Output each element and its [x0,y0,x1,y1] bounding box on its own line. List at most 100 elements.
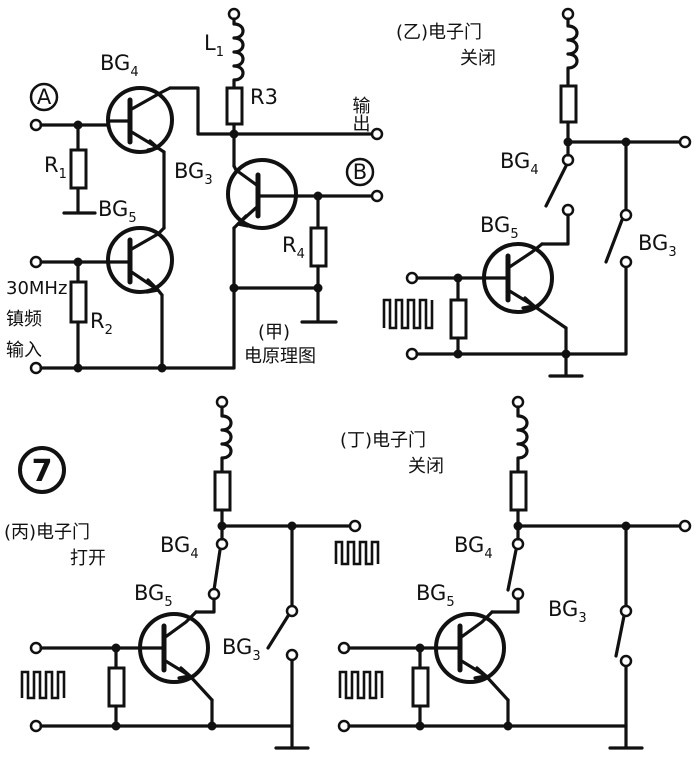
terminal-output [370,127,384,141]
label-l1: L1 [204,31,224,60]
caption-b-2: 关闭 [460,48,496,69]
inductor [220,405,233,474]
bg5-emitter-arrow [473,666,488,680]
switch-bg4-blade [506,548,518,592]
label-r1: R1 [44,153,67,182]
node [111,721,121,731]
diagram-b: (乙)电子门 关闭 BG4 BG5 [382,7,692,378]
resistor-r3 [225,86,244,126]
terminal-output [678,519,692,533]
caption-c-2: 打开 [70,548,106,569]
figure-number-circle [18,446,66,494]
transistor-bg5 [106,226,174,294]
caption-a-1: (甲) [258,322,290,343]
label-bg4: BG4 [100,51,139,80]
label-bg4: BG4 [500,149,539,178]
label-bg5: BG5 [134,581,173,610]
switch-bg4-blade [544,164,568,208]
node [415,721,425,731]
caption-a-2: 电原理图 [244,346,316,367]
terminal-b [370,189,384,203]
label-output: 输出 [350,96,371,132]
resistor [449,298,468,340]
switch-bg3-top [285,604,299,618]
resistor-r2 [69,280,88,324]
inductor [566,17,579,88]
bg5-emitter-arrow [177,666,192,680]
diagram-a: A B BG4 BG5 BG3 L1 R1 R2 R3 R4 输出 30MHz … [6,7,384,375]
ground-symbol [608,724,644,750]
label-r2: R2 [90,309,113,338]
bg5-emitter-arrow [521,296,536,310]
node [73,363,83,373]
wire-top [220,508,352,528]
inductor [516,405,529,474]
ground-symbol [274,724,310,750]
wire-ground-symbol [548,326,584,378]
input-waveform [338,670,384,700]
caption-d-2: 关闭 [408,456,444,477]
output-waveform [334,540,380,566]
wire [490,597,520,614]
caption-d-1: (丁)电子门 [340,430,426,451]
label-input-2: 镇频 [6,309,42,330]
switch-bg3-blade [604,218,624,264]
label-bg5: BG5 [98,197,137,226]
diagram-d: (丁)电子门 关闭 BG4 BG5 [337,395,692,750]
bg5-collector [458,610,494,640]
resistor [509,470,528,512]
label-bg4: BG4 [160,533,199,562]
label-input-1: 30MHz [6,278,67,299]
label-r4: R4 [282,233,305,262]
label-bg3: BG3 [222,635,261,664]
label-a: A [37,85,52,109]
resistor [411,666,430,708]
bg5-emitter-arrow [145,278,160,294]
wire-r4-ground [300,264,338,324]
inductor-l1 [232,17,245,90]
switch-bg3-top [619,604,633,618]
label-bg3: BG3 [548,597,587,626]
switch-bg3-top [619,208,633,222]
terminal-output [348,519,362,533]
switch-bg3-bottom [619,255,633,269]
wire [194,597,216,614]
bg5-collector [128,226,166,252]
resistor [107,666,126,708]
diagram-c: (丙)电子门 打开 BG4 BG5 [4,395,380,750]
caption-b-1: (乙)电子门 [396,22,482,43]
bg5-collector [506,242,544,270]
wire-top [516,508,682,528]
label-bg3: BG3 [174,159,213,188]
caption-c-1: (丙)电子门 [4,522,90,543]
input-waveform [20,670,66,700]
switch-bg3-blade [614,614,626,658]
label-b: B [353,160,367,184]
bg4-collector [128,86,172,112]
wire-ground-rail [39,226,236,370]
figure-number: 7 [32,454,53,489]
wire [540,213,570,246]
resistor-r4 [309,226,328,268]
label-a-circle [29,82,59,112]
label-bg5: BG5 [416,581,455,610]
switch-bg3-bottom [619,654,633,668]
terminal-output [678,135,692,149]
bg3-collector [232,164,260,188]
wire-r1-ground [62,186,97,215]
label-input-3: 输入 [6,340,42,361]
wire-ground [415,264,628,356]
label-bg4: BG4 [454,533,493,562]
switch-bg3-bottom [285,648,299,662]
switch-bg4-blade [212,548,222,592]
label-bg3: BG3 [638,231,677,260]
node [229,283,239,293]
label-b-circle [345,157,375,187]
switch-bg3-blade [266,614,290,650]
node [157,363,167,373]
resistor [559,84,578,124]
label-r3: R3 [250,85,278,109]
node [453,349,463,359]
